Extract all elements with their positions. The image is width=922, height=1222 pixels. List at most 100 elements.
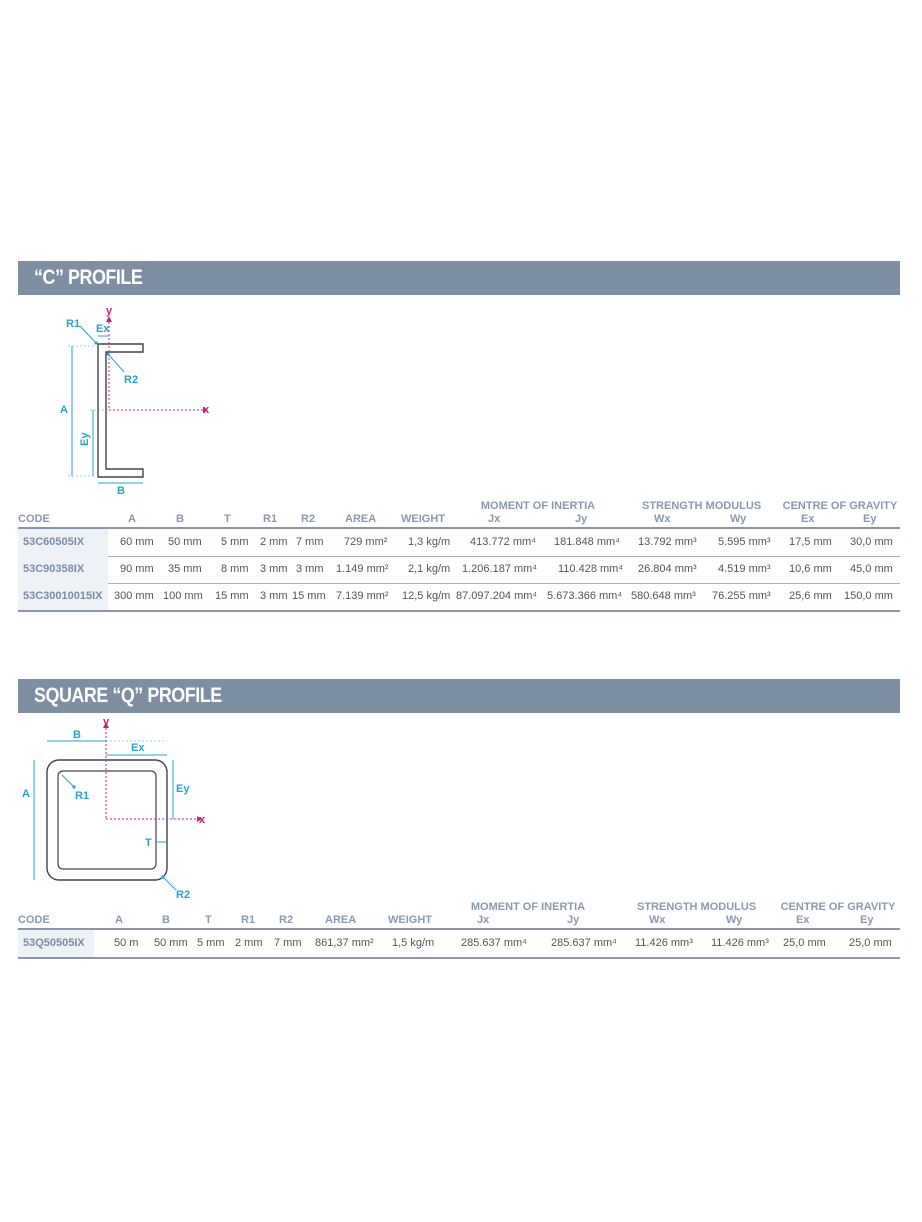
c-diagram-y: y [106, 305, 113, 317]
q-diagram-t: T [145, 837, 152, 849]
row-r2: 3 mm [296, 563, 324, 575]
row-r1: 2 mm [235, 937, 263, 949]
c-group-inertia: MOMENT OF INERTIA [480, 500, 596, 512]
row-code: 53C60505IX [18, 529, 108, 556]
q-profile-table: MOMENT OF INERTIA STRENGTH MODULUS CENTR… [18, 899, 900, 959]
row-a: 300 mm [114, 590, 154, 602]
c-header-area: AREA [345, 513, 377, 525]
c-profile-table: MOMENT OF INERTIA STRENGTH MODULUS CENTR… [18, 498, 900, 613]
row-a: 50 m [114, 937, 139, 949]
row-jx: 1.206.187 mm⁴ [462, 563, 538, 575]
c-header-jy: Jy [575, 513, 588, 525]
q-diagram-y: y [103, 716, 110, 728]
q-group-strength: STRENGTH MODULUS [637, 901, 757, 913]
row-ey: 30,0 mm [850, 536, 893, 548]
c-profile-band: “C” PROFILE [18, 261, 900, 295]
row-wx: 26.804 mm³ [638, 563, 697, 575]
q-header-code: CODE [18, 914, 50, 926]
row-wy: 11.426 mm³ [711, 937, 769, 949]
q-profile-diagram: y B Ex A R1 Ey x T R2 [22, 716, 206, 901]
row-a: 90 mm [120, 563, 154, 575]
q-header-t: T [205, 914, 212, 926]
c-diagram-a: A [60, 404, 68, 416]
q-header-a: A [115, 914, 123, 926]
row-ey: 45,0 mm [850, 563, 893, 575]
row-t: 5 mm [221, 536, 249, 548]
c-header-t: T [224, 513, 231, 525]
row-jy: 110.428 mm⁴ [558, 563, 624, 575]
row-wx: 13.792 mm³ [638, 536, 697, 548]
c-header-ey: Ey [863, 513, 877, 525]
row-wy: 5.595 mm³ [718, 536, 771, 548]
c-header-r2: R2 [301, 513, 316, 525]
row-r2: 15 mm [292, 590, 326, 602]
row-area: 1.149 mm² [336, 563, 389, 575]
row-jy: 5.673.366 mm⁴ [547, 590, 623, 602]
row-code: 53C90358IX [18, 556, 108, 583]
c-header-wy: Wy [730, 513, 747, 525]
c-group-strength: STRENGTH MODULUS [642, 500, 762, 512]
row-weight: 1,5 kg/m [392, 937, 435, 949]
q-header-r2: R2 [279, 914, 294, 926]
row-area: 729 mm² [344, 536, 388, 548]
row-area: 861,37 mm² [315, 937, 374, 949]
row-code: 53Q50505IX [18, 930, 94, 957]
q-diagram-ex: Ex [131, 742, 145, 754]
row-jy: 181.848 mm⁴ [554, 536, 620, 548]
table-row: 53C60505IX 60 mm 50 mm 5 mm 2 mm 7 mm 72… [18, 527, 900, 557]
q-group-inertia: MOMENT OF INERTIA [470, 901, 586, 913]
q-header-wx: Wx [649, 914, 666, 926]
c-header-a: A [128, 513, 136, 525]
table-row: 53Q50505IX 50 m 50 mm 5 mm 2 mm 7 mm 861… [18, 928, 900, 959]
row-ey: 25,0 mm [849, 937, 892, 949]
row-r2: 7 mm [296, 536, 324, 548]
row-ex: 25,0 mm [783, 937, 826, 949]
row-b: 100 mm [163, 590, 203, 602]
q-group-gravity: CENTRE OF GRAVITY [780, 901, 896, 913]
q-header-r1: R1 [241, 914, 256, 926]
table-row: 53C30010015IX 300 mm 100 mm 15 mm 3 mm 1… [18, 583, 900, 612]
c-header-wx: Wx [654, 513, 671, 525]
row-r1: 2 mm [260, 536, 288, 548]
row-r1: 3 mm [260, 590, 288, 602]
row-wx: 580.648 mm³ [631, 590, 696, 602]
c-header-weight: WEIGHT [401, 513, 445, 525]
c-header-ex: Ex [801, 513, 815, 525]
q-profile-title: SQUARE “Q” PROFILE [34, 684, 222, 707]
q-header-ey: Ey [860, 914, 874, 926]
c-diagram-ex: Ex [96, 323, 110, 335]
q-profile-band: SQUARE “Q” PROFILE [18, 679, 900, 713]
c-profile-title: “C” PROFILE [34, 266, 143, 289]
q-header-jy: Jy [567, 914, 580, 926]
q-header-jx: Jx [477, 914, 490, 926]
c-group-gravity: CENTRE OF GRAVITY [782, 500, 898, 512]
row-ex: 10,6 mm [789, 563, 832, 575]
row-t: 8 mm [221, 563, 249, 575]
q-diagram-x: x [199, 814, 206, 826]
row-a: 60 mm [120, 536, 154, 548]
q-diagram-r1: R1 [75, 790, 89, 802]
row-jx: 413.772 mm⁴ [470, 536, 536, 548]
q-diagram-b: B [73, 729, 81, 741]
q-header-weight: WEIGHT [388, 914, 432, 926]
c-diagram-ey: Ey [79, 432, 91, 446]
q-diagram-a: A [22, 788, 30, 800]
row-weight: 2,1 kg/m [408, 563, 451, 575]
c-diagram-r1: R1 [66, 318, 80, 330]
row-wy: 76.255 mm³ [712, 590, 771, 602]
q-header-ex: Ex [796, 914, 810, 926]
q-header-b: B [162, 914, 170, 926]
row-jy: 285.637 mm⁴ [551, 937, 617, 949]
row-area: 7.139 mm² [336, 590, 389, 602]
c-profile-diagram: R1 Ex y R2 x A Ey B [60, 305, 210, 497]
row-wx: 11.426 mm³ [635, 937, 693, 949]
c-diagram-r2: R2 [124, 374, 138, 386]
row-ey: 150,0 mm [844, 590, 893, 602]
q-diagram-ey: Ey [176, 783, 190, 795]
row-wy: 4.519 mm³ [718, 563, 771, 575]
row-b: 50 mm [168, 536, 202, 548]
q-header-wy: Wy [726, 914, 743, 926]
row-ex: 17,5 mm [789, 536, 832, 548]
row-weight: 12,5 kg/m [402, 590, 451, 602]
row-code: 53C30010015IX [18, 583, 108, 610]
